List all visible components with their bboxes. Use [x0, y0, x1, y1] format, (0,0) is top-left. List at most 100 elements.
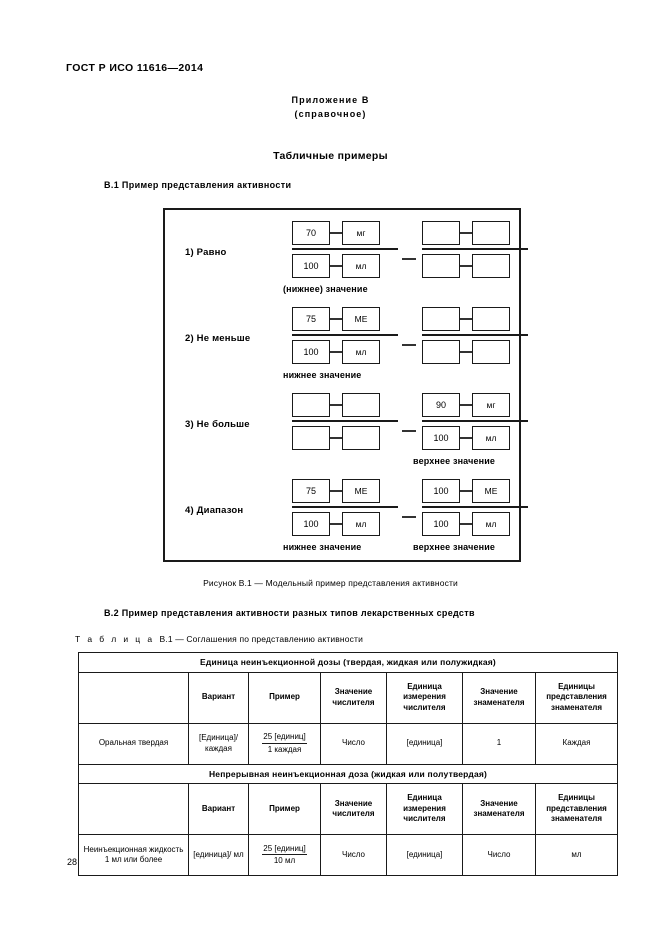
equals-sign-icon: [402, 344, 416, 347]
equals-sign-icon: [402, 430, 416, 433]
cell-variant: [единица]/ мл: [188, 834, 249, 876]
numerator-unit-box: мг: [472, 393, 510, 417]
connector-dash-icon: [460, 318, 472, 320]
example-denominator: 1 каждая: [267, 744, 302, 754]
annex-heading: Приложение В (справочное): [0, 93, 661, 121]
connector-dash-icon: [330, 232, 342, 234]
fraction-bar: [292, 420, 398, 423]
cell-denominator-unit: мл: [534, 834, 619, 876]
cell-numerator-unit: [единица]: [386, 834, 463, 876]
fraction-bar: [292, 248, 398, 251]
annex-title: Приложение В: [291, 95, 370, 105]
denominator-unit-box: мл: [342, 512, 380, 537]
column-header-numerator-value: Значение числителя: [320, 783, 387, 835]
equals-sign-icon: [402, 258, 416, 261]
figure-fraction-right: [422, 220, 528, 279]
column-header-example: Пример: [248, 783, 321, 835]
cell-example: 25 [единиц] 1 каждая: [248, 722, 321, 765]
fraction-bar: [292, 334, 398, 337]
denominator-unit-box: [342, 426, 380, 451]
figure-caption-left: нижнее значение: [283, 370, 362, 380]
figure-row-label: 1) Равно: [185, 247, 227, 258]
clause-b1-heading: В.1 Пример представления активности: [104, 180, 292, 190]
fraction-bar: [422, 334, 528, 337]
figure-caption-left: (нижнее) значение: [283, 284, 368, 294]
table-caption-text: В.1 — Соглашения по представлению активн…: [159, 634, 363, 644]
connector-dash-icon: [330, 437, 342, 440]
column-header-numerator-unit: Единица измерения числителя: [386, 671, 463, 724]
connector-dash-icon: [460, 490, 472, 492]
cell-denominator-unit: Каждая: [534, 722, 619, 765]
denominator-unit-box: [472, 340, 510, 365]
denominator-unit-box: мл: [342, 340, 380, 365]
table-header-row: Вариант Пример Значение числителя Единиц…: [78, 671, 619, 724]
column-header-blank: [78, 783, 189, 835]
column-header-denominator-value: Значение знаменателя: [462, 671, 536, 724]
section-title: Табличные примеры: [273, 150, 388, 162]
cell-numerator-value: Число: [320, 834, 387, 876]
figure-fraction-left: 75 МЕ 100 мл: [292, 478, 398, 537]
clause-b2-heading: В.2 Пример представления активности разн…: [104, 608, 475, 618]
figure-fraction-right: 90 мг 100 мл: [422, 392, 528, 451]
figure-row-range: 4) Диапазон 75 МЕ 100 мл 100: [165, 472, 528, 560]
denominator-unit-box: [472, 254, 510, 279]
figure-fraction-left: 70 мг 100 мл: [292, 220, 398, 279]
cell-denominator-value: 1: [462, 722, 536, 765]
numerator-value-box: [422, 221, 460, 245]
page-number: 28: [67, 857, 78, 867]
numerator-unit-box: МЕ: [342, 307, 380, 331]
table-caption: Т а б л и ц а В.1 — Соглашения по предст…: [75, 634, 363, 644]
numerator-value-box: 100: [422, 479, 460, 503]
column-header-numerator-value: Значение числителя: [320, 671, 387, 724]
cell-numerator-unit: [единица]: [386, 722, 463, 765]
connector-dash-icon: [330, 523, 342, 526]
connector-dash-icon: [460, 404, 472, 406]
figure-caption-left: нижнее значение: [283, 542, 362, 552]
connector-dash-icon: [330, 351, 342, 354]
connector-dash-icon: [460, 265, 472, 268]
cell-denominator-value: Число: [462, 834, 536, 876]
figure-b1-frame: 1) Равно 70 мг 100 мл: [163, 208, 528, 562]
figure-row-label: 4) Диапазон: [185, 505, 244, 516]
figure-row-not-less: 2) Не меньше 75 МЕ 100 мл: [165, 300, 528, 388]
denominator-value-box: 100: [292, 340, 330, 365]
cell-dosage-name: Неинъекционная жидкость 1 мл или более: [78, 834, 189, 876]
numerator-unit-box: МЕ: [472, 479, 510, 503]
connector-dash-icon: [330, 265, 342, 268]
fraction-bar: [422, 248, 528, 251]
figure-row-not-more: 3) Не больше 90 мг: [165, 386, 528, 474]
denominator-value-box: [422, 254, 460, 279]
annex-subtitle: (справочное): [294, 109, 367, 119]
table-band-row: Непрерывная неинъекционная доза (жидкая …: [77, 763, 619, 784]
cell-example: 25 [единиц] 10 мл: [248, 834, 321, 876]
denominator-unit-box: мл: [342, 254, 380, 279]
numerator-unit-box: МЕ: [342, 479, 380, 503]
table-caption-prefix: Т а б л и ц а: [75, 634, 155, 644]
numerator-unit-box: [472, 221, 510, 245]
figure-fraction-right: 100 МЕ 100 мл: [422, 478, 528, 537]
fraction-bar: [292, 506, 398, 509]
connector-dash-icon: [330, 490, 342, 492]
connector-dash-icon: [460, 523, 472, 526]
example-fraction: 25 [единиц] 1 каждая: [262, 732, 307, 755]
cell-variant: [Единица]/ каждая: [188, 722, 249, 765]
figure-caption: Рисунок В.1 — Модельный пример представл…: [203, 578, 458, 588]
figure-caption-right: верхнее значение: [413, 456, 496, 466]
table-band-label: Непрерывная неинъекционная доза (жидкая …: [77, 763, 619, 784]
connector-dash-icon: [330, 404, 342, 406]
numerator-value-box: 70: [292, 221, 330, 245]
column-header-variant: Вариант: [188, 671, 249, 724]
numerator-unit-box: мг: [342, 221, 380, 245]
table-row: Неинъекционная жидкость 1 мл или более […: [78, 834, 619, 876]
numerator-value-box: 75: [292, 479, 330, 503]
column-header-denominator-unit: Единицы представления знаменателя: [534, 783, 619, 835]
connector-dash-icon: [460, 351, 472, 354]
example-numerator: 25 [единиц]: [262, 732, 307, 744]
denominator-value-box: 100: [292, 512, 330, 537]
figure-caption-right: верхнее значение: [413, 542, 496, 552]
column-header-blank: [78, 671, 189, 724]
numerator-value-box: 90: [422, 393, 460, 417]
table-row: Оральная твердая [Единица]/ каждая 25 [е…: [78, 722, 619, 765]
cell-dosage-name: Оральная твердая: [78, 722, 189, 765]
